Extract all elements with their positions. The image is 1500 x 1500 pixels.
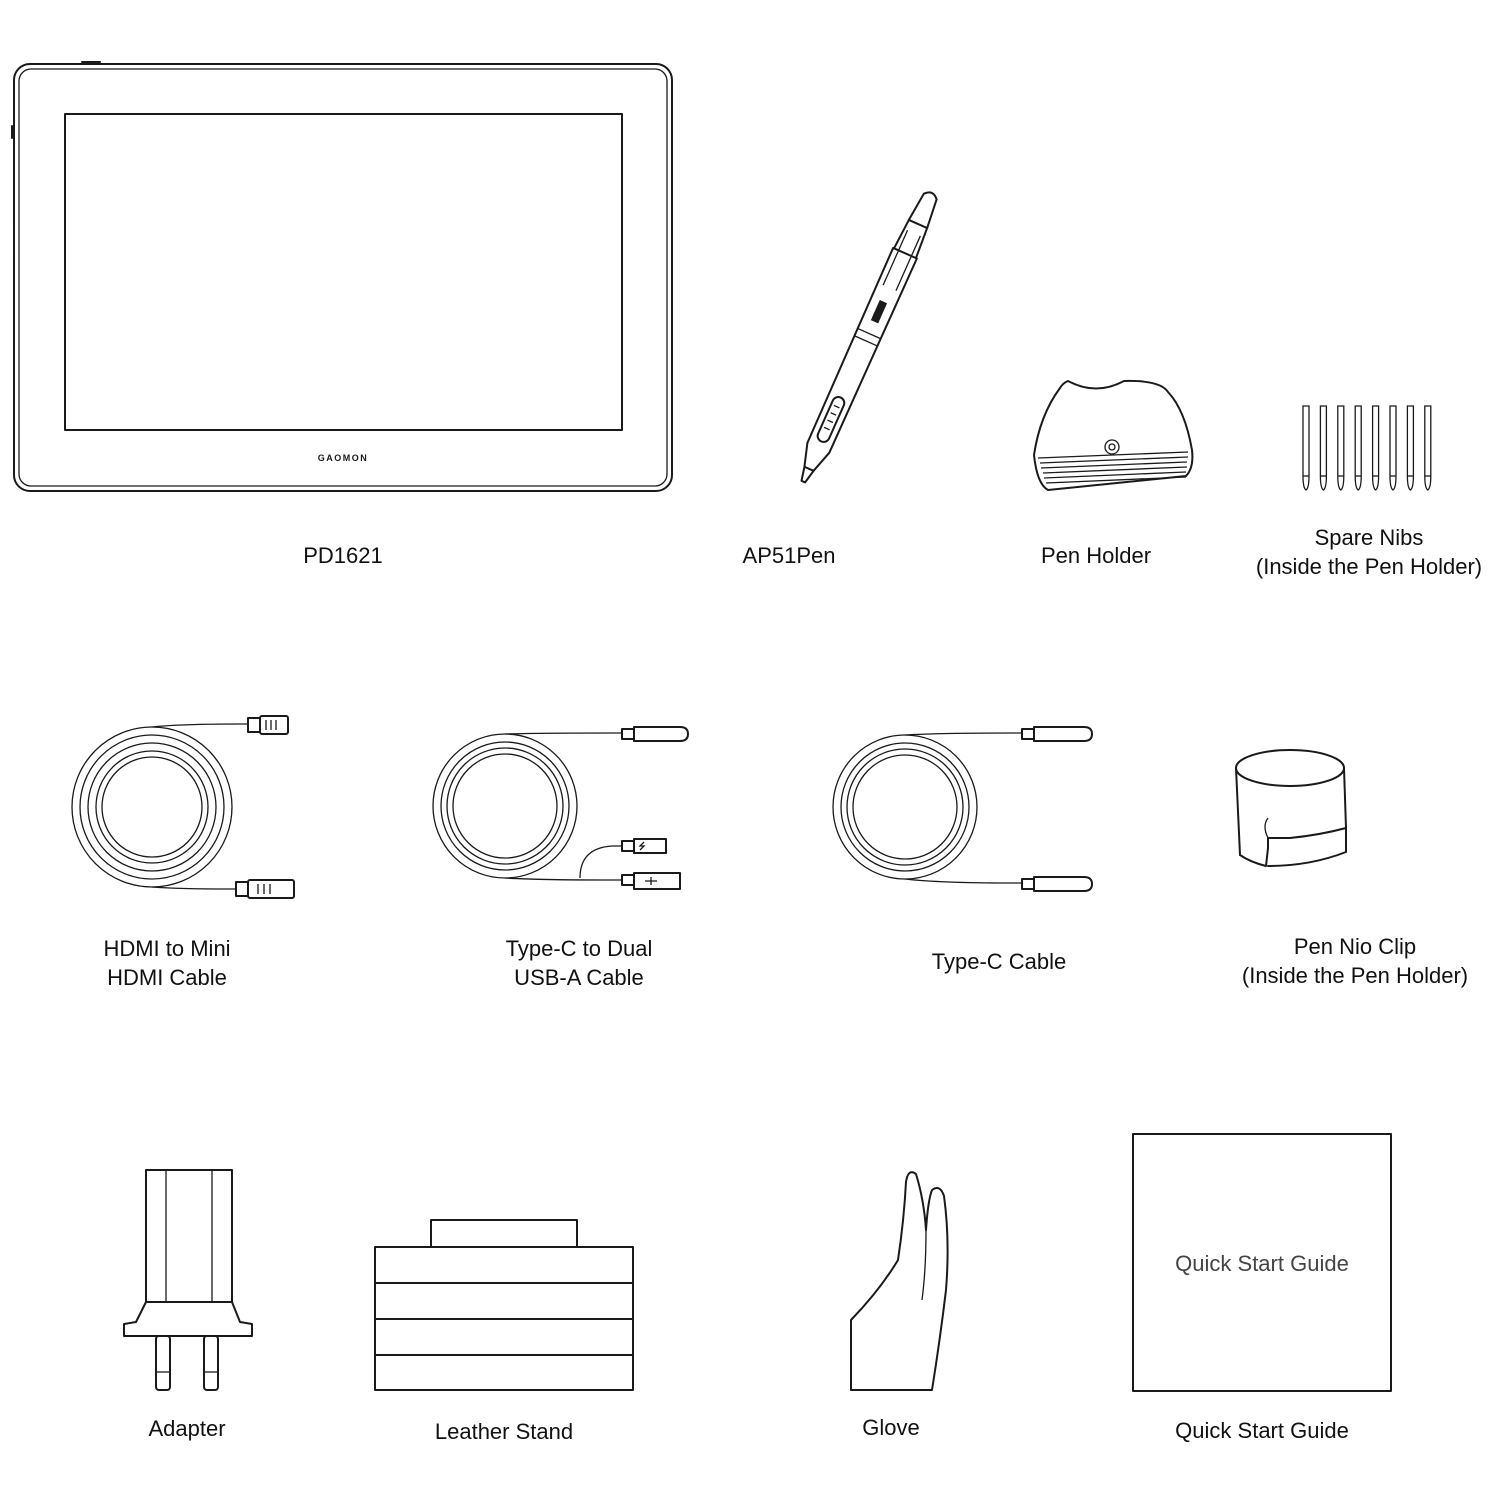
nib bbox=[1319, 405, 1328, 491]
power-adapter-icon bbox=[123, 1169, 253, 1391]
label-pen-holder: Pen Holder bbox=[1040, 543, 1152, 568]
nib bbox=[1354, 405, 1362, 491]
nib bbox=[1371, 405, 1380, 491]
typec-cable-icon bbox=[832, 726, 1093, 892]
nib bbox=[1302, 405, 1310, 491]
label-ap51pen: AP51Pen bbox=[742, 543, 836, 568]
label-adapter: Adapter bbox=[148, 1416, 226, 1441]
label-quick-start-guide: Quick Start Guide bbox=[1175, 1418, 1349, 1443]
hdmi-cable-icon bbox=[71, 715, 295, 899]
booklet-cover-text: Quick Start Guide bbox=[1175, 1251, 1349, 1276]
nib bbox=[1406, 405, 1415, 491]
label-nib-clip: Pen Nio Clip (Inside the Pen Holder) bbox=[1241, 934, 1469, 988]
label-glove: Glove bbox=[862, 1415, 920, 1440]
label-typec-cable: Type-C Cable bbox=[931, 949, 1067, 974]
label-spare-nibs: Spare Nibs (Inside the Pen Holder) bbox=[1255, 525, 1483, 579]
nib bbox=[1337, 405, 1345, 491]
label-pd1621: PD1621 bbox=[303, 543, 383, 568]
typec-dual-usb-cable-icon bbox=[432, 726, 689, 890]
gaomon-logo: GAOMON bbox=[318, 453, 369, 463]
pen-holder-icon bbox=[1033, 379, 1194, 491]
stylus-pen-icon bbox=[800, 191, 938, 484]
nib bbox=[1389, 405, 1397, 491]
nib bbox=[1424, 405, 1432, 491]
label-hdmi-cable: HDMI to Mini HDMI Cable bbox=[103, 936, 231, 990]
spare-nibs-icon bbox=[1302, 405, 1432, 491]
booklet-icon: Quick Start Guide bbox=[1132, 1133, 1392, 1392]
leather-stand-icon bbox=[374, 1219, 634, 1391]
glove-icon bbox=[850, 1171, 949, 1391]
label-typec-dual-cable: Type-C to Dual USB-A Cable bbox=[505, 936, 653, 990]
nib-clip-icon bbox=[1235, 749, 1347, 867]
pen-display-icon: GAOMON bbox=[11, 61, 673, 492]
label-leather-stand: Leather Stand bbox=[434, 1419, 574, 1444]
